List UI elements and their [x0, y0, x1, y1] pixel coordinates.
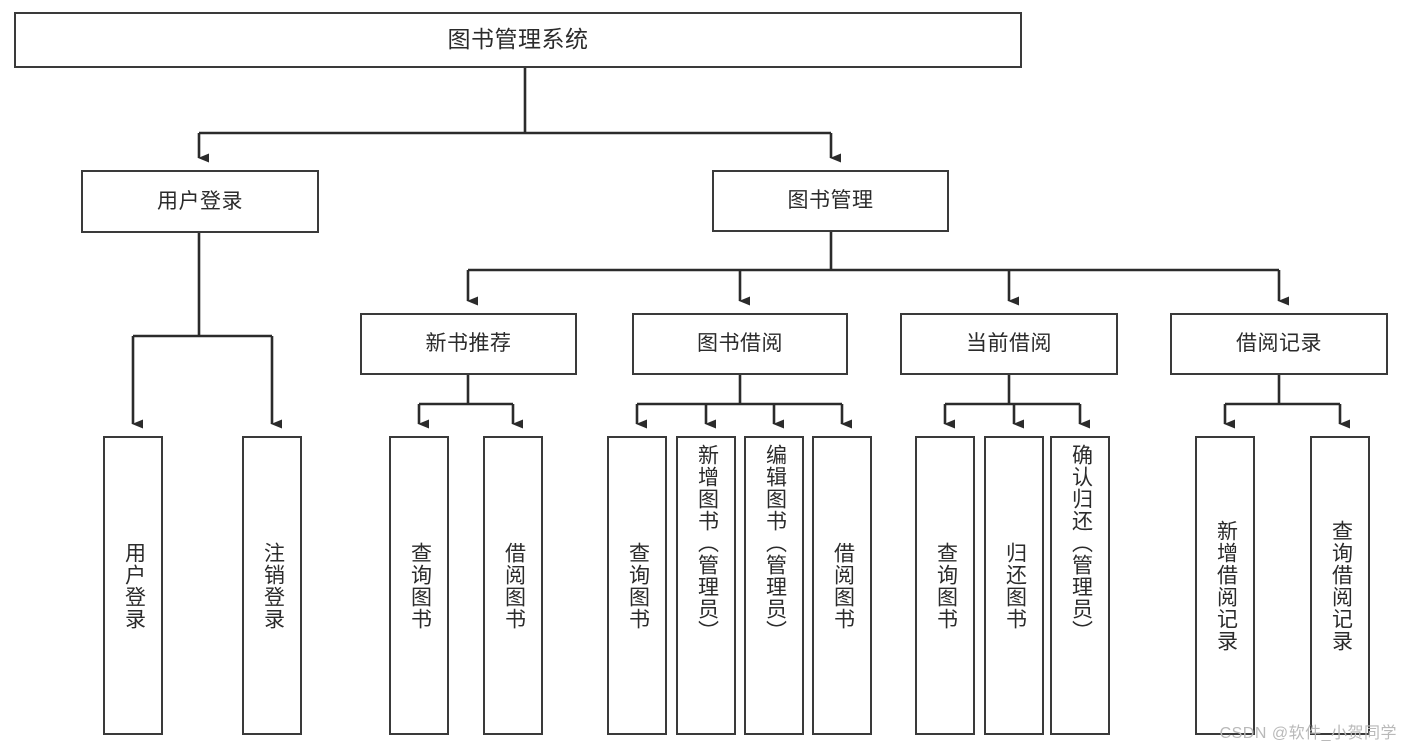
node-label: 当前借阅	[966, 332, 1052, 356]
node-label: 用户登录	[157, 189, 243, 213]
node-label: 借阅图书	[502, 541, 526, 630]
node-user-login[interactable]: 用户登录	[81, 170, 319, 233]
node-label: 借阅图书	[831, 541, 855, 630]
node-label: 查询借阅记录	[1329, 519, 1353, 652]
node-label: 图书管理系统	[447, 26, 589, 53]
node-label: 借阅记录	[1236, 332, 1322, 356]
leaf-borrow-record-add-record[interactable]: 新增借阅记录	[1195, 436, 1255, 735]
node-label: 新增图书（管理员）	[695, 444, 719, 642]
node-book-management[interactable]: 图书管理	[712, 170, 949, 232]
watermark: CSDN @软件_小贺同学	[1219, 725, 1397, 742]
leaf-new-book-borrow-books[interactable]: 借阅图书	[483, 436, 543, 735]
node-label: 新增借阅记录	[1214, 519, 1238, 652]
leaf-current-borrow-confirm-return-admin[interactable]: 确认归还（管理员）	[1050, 436, 1110, 735]
node-borrow-records[interactable]: 借阅记录	[1170, 313, 1388, 375]
node-label: 归还图书	[1003, 541, 1027, 630]
node-new-book-recommendation[interactable]: 新书推荐	[360, 313, 577, 375]
leaf-current-borrow-return-books[interactable]: 归还图书	[984, 436, 1044, 735]
node-label: 图书借阅	[697, 332, 783, 356]
node-label: 查询图书	[408, 541, 432, 630]
leaf-book-borrow-add-book-admin[interactable]: 新增图书（管理员）	[676, 436, 736, 735]
node-current-borrowing[interactable]: 当前借阅	[900, 313, 1118, 375]
node-label: 注销登录	[261, 541, 285, 630]
node-label: 确认归还（管理员）	[1069, 444, 1093, 642]
leaf-book-borrow-query-books[interactable]: 查询图书	[607, 436, 667, 735]
leaf-book-borrow-edit-book-admin[interactable]: 编辑图书（管理员）	[744, 436, 804, 735]
leaf-current-borrow-query-books[interactable]: 查询图书	[915, 436, 975, 735]
node-label: 编辑图书（管理员）	[763, 444, 787, 642]
node-label: 新书推荐	[425, 332, 512, 356]
leaf-new-book-query-books[interactable]: 查询图书	[389, 436, 449, 735]
leaf-user-login-signout[interactable]: 注销登录	[242, 436, 302, 735]
leaf-borrow-record-query-record[interactable]: 查询借阅记录	[1310, 436, 1370, 735]
node-label: 图书管理	[787, 189, 874, 213]
node-label: 查询图书	[934, 541, 958, 630]
node-book-borrowing[interactable]: 图书借阅	[632, 313, 848, 375]
leaf-book-borrow-borrow-books[interactable]: 借阅图书	[812, 436, 872, 735]
node-root-book-management-system[interactable]: 图书管理系统	[14, 12, 1022, 68]
leaf-user-login-signin[interactable]: 用户登录	[103, 436, 163, 735]
node-label: 用户登录	[122, 541, 146, 630]
node-label: 查询图书	[626, 541, 650, 630]
